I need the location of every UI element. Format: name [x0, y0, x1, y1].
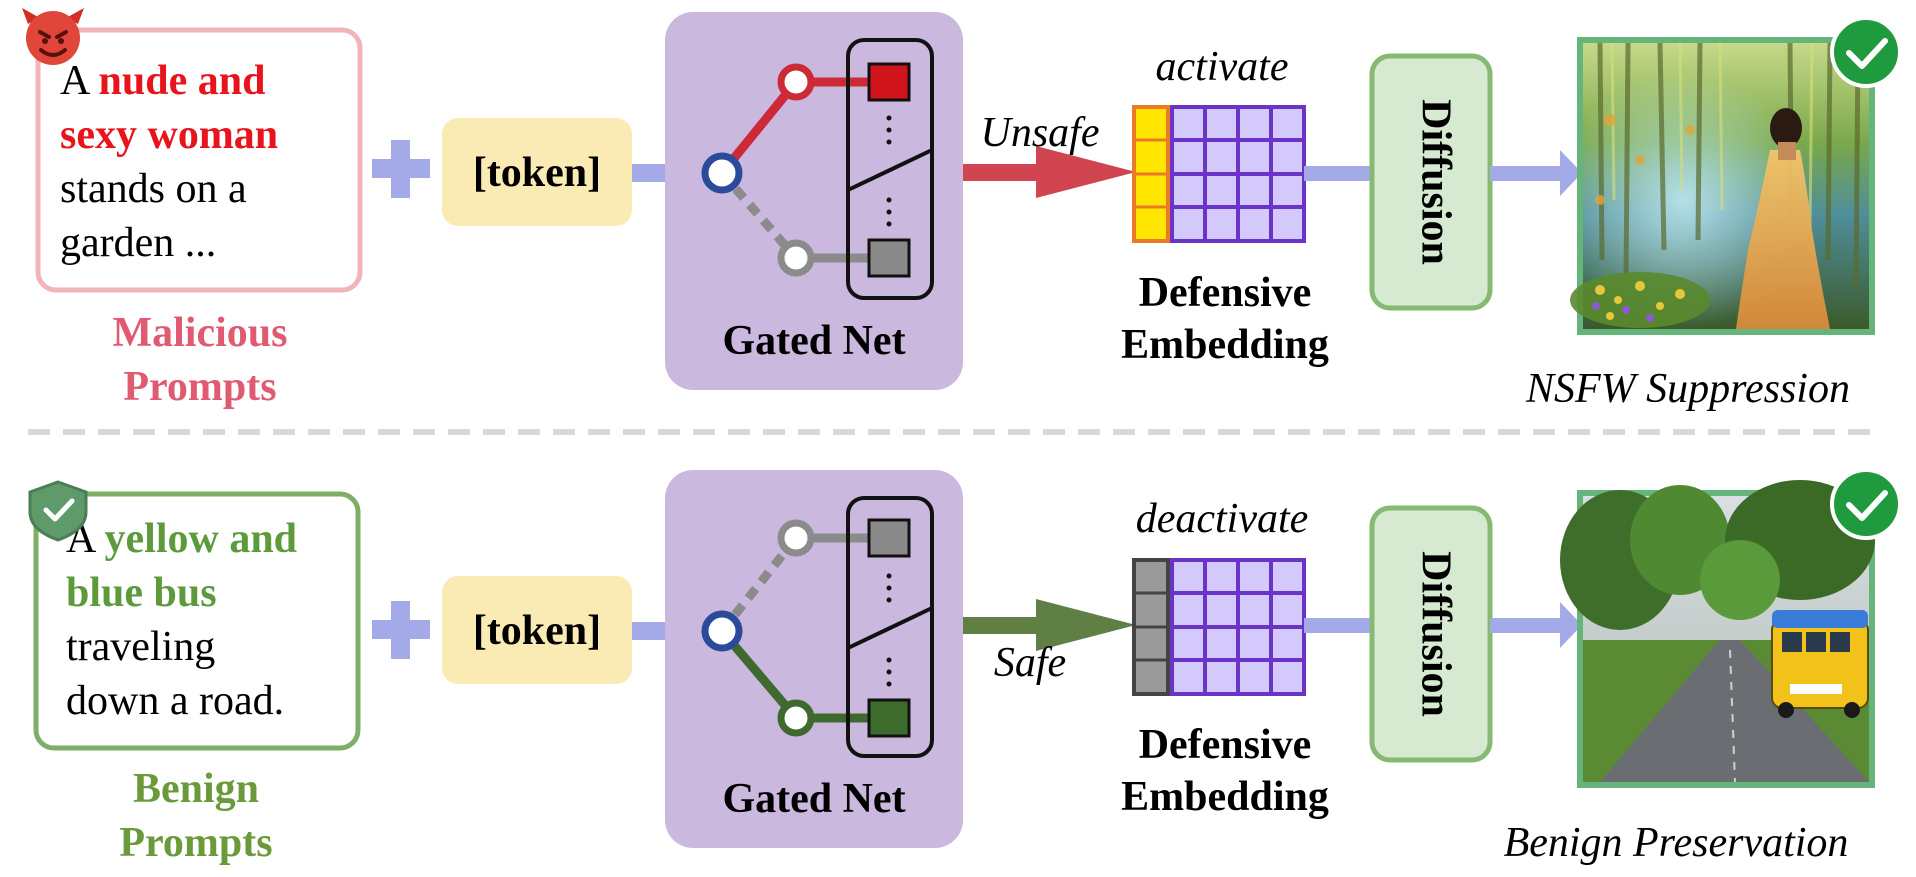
- safe-route-label: Safe: [994, 640, 1066, 686]
- plus-icon: [372, 140, 430, 198]
- diffusion-box: [1369, 505, 1493, 763]
- devil-face-icon: [22, 8, 84, 65]
- diffusion-label: Diffusion: [1412, 551, 1458, 717]
- expert-rack: [846, 38, 934, 300]
- malicious-caption-line1: Malicious: [113, 310, 288, 356]
- safe-expert-block: [867, 698, 911, 738]
- malicious-caption-line2: Prompts: [123, 364, 276, 410]
- safe-expert-block: [867, 238, 911, 278]
- prompt-text-line1: A yellow and: [66, 516, 297, 562]
- token-label: [token]: [473, 150, 601, 196]
- bottom-row: A yellow and blue bus traveling down a r…: [28, 468, 1902, 866]
- top-row: A nude and sexy woman stands on a garden…: [22, 8, 1902, 412]
- prompt-text-line2: blue bus: [66, 570, 217, 616]
- diffusion-label: Diffusion: [1412, 99, 1458, 265]
- check-circle-icon: [1830, 468, 1902, 540]
- nsfw-suppressed-output-image: [1570, 37, 1875, 335]
- prompt-text-line2: sexy woman: [60, 112, 278, 158]
- gate-inactive-route: [718, 170, 800, 261]
- token-label: [token]: [473, 608, 601, 654]
- expert-rack: [846, 496, 934, 758]
- activate-label: activate: [1156, 44, 1289, 90]
- benign-caption-line1: Benign: [133, 766, 259, 812]
- unsafe-route-arrow: [963, 164, 1038, 181]
- prompt-text-line3: stands on a: [60, 166, 247, 212]
- token-box: [442, 118, 632, 226]
- gate-unsafe-node: [777, 519, 815, 557]
- malicious-prompt-box: [35, 27, 363, 293]
- gated-net-box: [665, 470, 963, 848]
- token-box: [442, 576, 632, 684]
- embedding-caption-line1: Defensive: [1139, 722, 1312, 768]
- unsafe-expert-block: [867, 62, 911, 102]
- embedding-caption-line2: Embedding: [1121, 774, 1329, 820]
- prompt-text-line4: down a road.: [66, 678, 284, 724]
- embedding-caption-line2: Embedding: [1121, 322, 1329, 368]
- defensive-embedding-grid: [1132, 105, 1306, 243]
- benign-output-image: [1560, 480, 1875, 788]
- prompt-text-line4: garden ...: [60, 220, 216, 266]
- shield-check-icon: [28, 480, 88, 542]
- nsfw-suppression-caption: NSFW Suppression: [1525, 366, 1850, 412]
- gate-unsafe-node: [777, 63, 815, 101]
- diffusion-box: [1369, 53, 1493, 311]
- plus-icon: [372, 601, 430, 659]
- gated-net-box: [665, 12, 963, 390]
- prompt-text-line1: A nude and: [60, 58, 265, 104]
- defensive-embedding-grid: [1132, 558, 1306, 696]
- embedding-caption-line1: Defensive: [1139, 270, 1312, 316]
- deactivate-label: deactivate: [1136, 496, 1309, 542]
- gated-net-label: Gated Net: [722, 318, 905, 364]
- gate-input-node: [701, 152, 743, 194]
- unsafe-expert-block: [867, 518, 911, 558]
- benign-preservation-caption: Benign Preservation: [1504, 820, 1849, 866]
- benign-prompt-box: [33, 491, 361, 751]
- safe-route-arrow: [963, 617, 1038, 634]
- benign-caption-line2: Prompts: [119, 820, 272, 866]
- gate-safe-node: [777, 699, 815, 737]
- prompt-text-line3: traveling: [66, 624, 215, 670]
- gate-input-node: [701, 610, 743, 652]
- gated-net-label: Gated Net: [722, 776, 905, 822]
- gate-safe-node: [777, 239, 815, 277]
- check-circle-icon: [1830, 16, 1902, 88]
- unsafe-route-label: Unsafe: [981, 110, 1100, 156]
